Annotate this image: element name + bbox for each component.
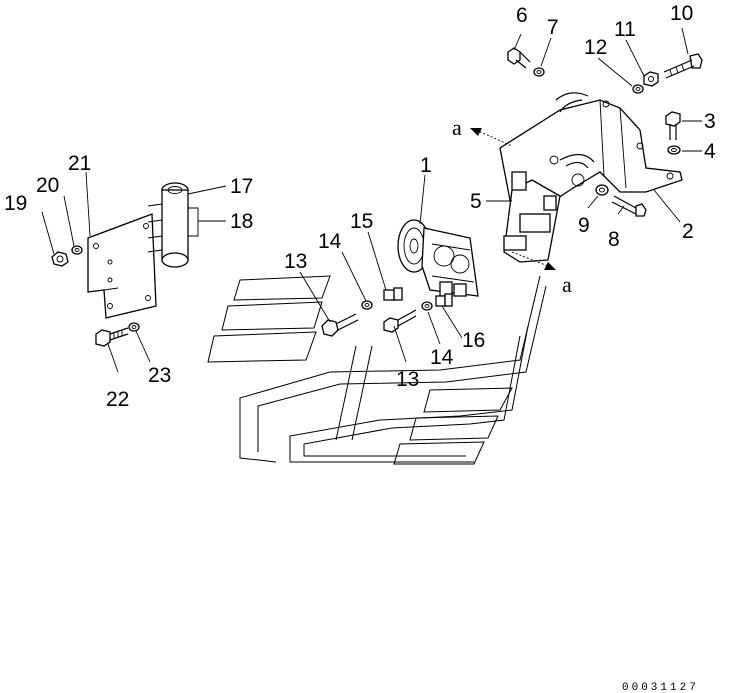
callout-22: 22 [106,388,129,411]
bolt-6 [507,47,531,69]
spacer-9 [595,184,609,196]
callout-14-lower: 14 [430,346,454,369]
callout-6: 6 [516,4,528,27]
callout-4: 4 [704,140,716,163]
callout-9: 9 [578,214,590,237]
callout-13-lower: 13 [396,368,419,391]
washer-20 [71,245,83,255]
bushing-15 [383,287,403,301]
callout-21: 21 [68,152,91,175]
callout-15: 15 [350,210,373,233]
chassis-frame-outline [207,275,547,465]
sub-bracket [503,171,561,263]
washer-14-lower [421,301,433,311]
callout-11: 11 [614,18,636,41]
callout-13-upper: 13 [284,250,307,273]
washer-7 [533,67,545,77]
callout-16: 16 [462,329,485,352]
nut-19 [51,251,69,267]
compressor [397,219,479,297]
callout-17: 17 [230,175,253,198]
callout-20: 20 [36,174,59,197]
callout-14-upper: 14 [318,230,342,253]
callout-5: 5 [470,190,482,213]
nut-11 [643,71,659,87]
bolt-22 [95,327,129,347]
bolt-13-lower [383,309,417,333]
view-arrow-upper [470,128,513,147]
callout-7: 7 [547,16,559,39]
callout-19: 19 [4,192,27,215]
callout-10: 10 [670,2,693,25]
bolt-8 [611,195,647,217]
view-arrow-lower [511,251,556,270]
callout-12: 12 [584,36,607,59]
callout-2: 2 [682,220,694,243]
callout-1: 1 [420,154,432,177]
bolt-10 [663,53,703,79]
callout-labels: 1 2 3 4 5 6 7 8 9 10 11 12 13 13 14 14 1… [4,2,716,411]
washer-14-upper [361,300,373,310]
bolt-3 [665,111,681,140]
bushing-16 [435,293,453,307]
washer-12 [632,84,644,94]
callout-23: 23 [148,364,171,387]
leader-lines [41,27,702,373]
washer-23 [128,322,140,332]
callout-8: 8 [608,228,620,251]
view-marker-upper: a [452,115,462,140]
bolt-13-upper [321,313,359,337]
washer-4 [667,145,681,155]
receiver-bracket-plate [87,213,157,319]
callout-18: 18 [230,210,253,233]
catalog-number: 00031127 [622,682,699,693]
receiver-drier [147,182,189,268]
mount-bracket [499,92,683,211]
callout-3: 3 [704,110,716,133]
view-marker-lower: a [562,272,572,297]
